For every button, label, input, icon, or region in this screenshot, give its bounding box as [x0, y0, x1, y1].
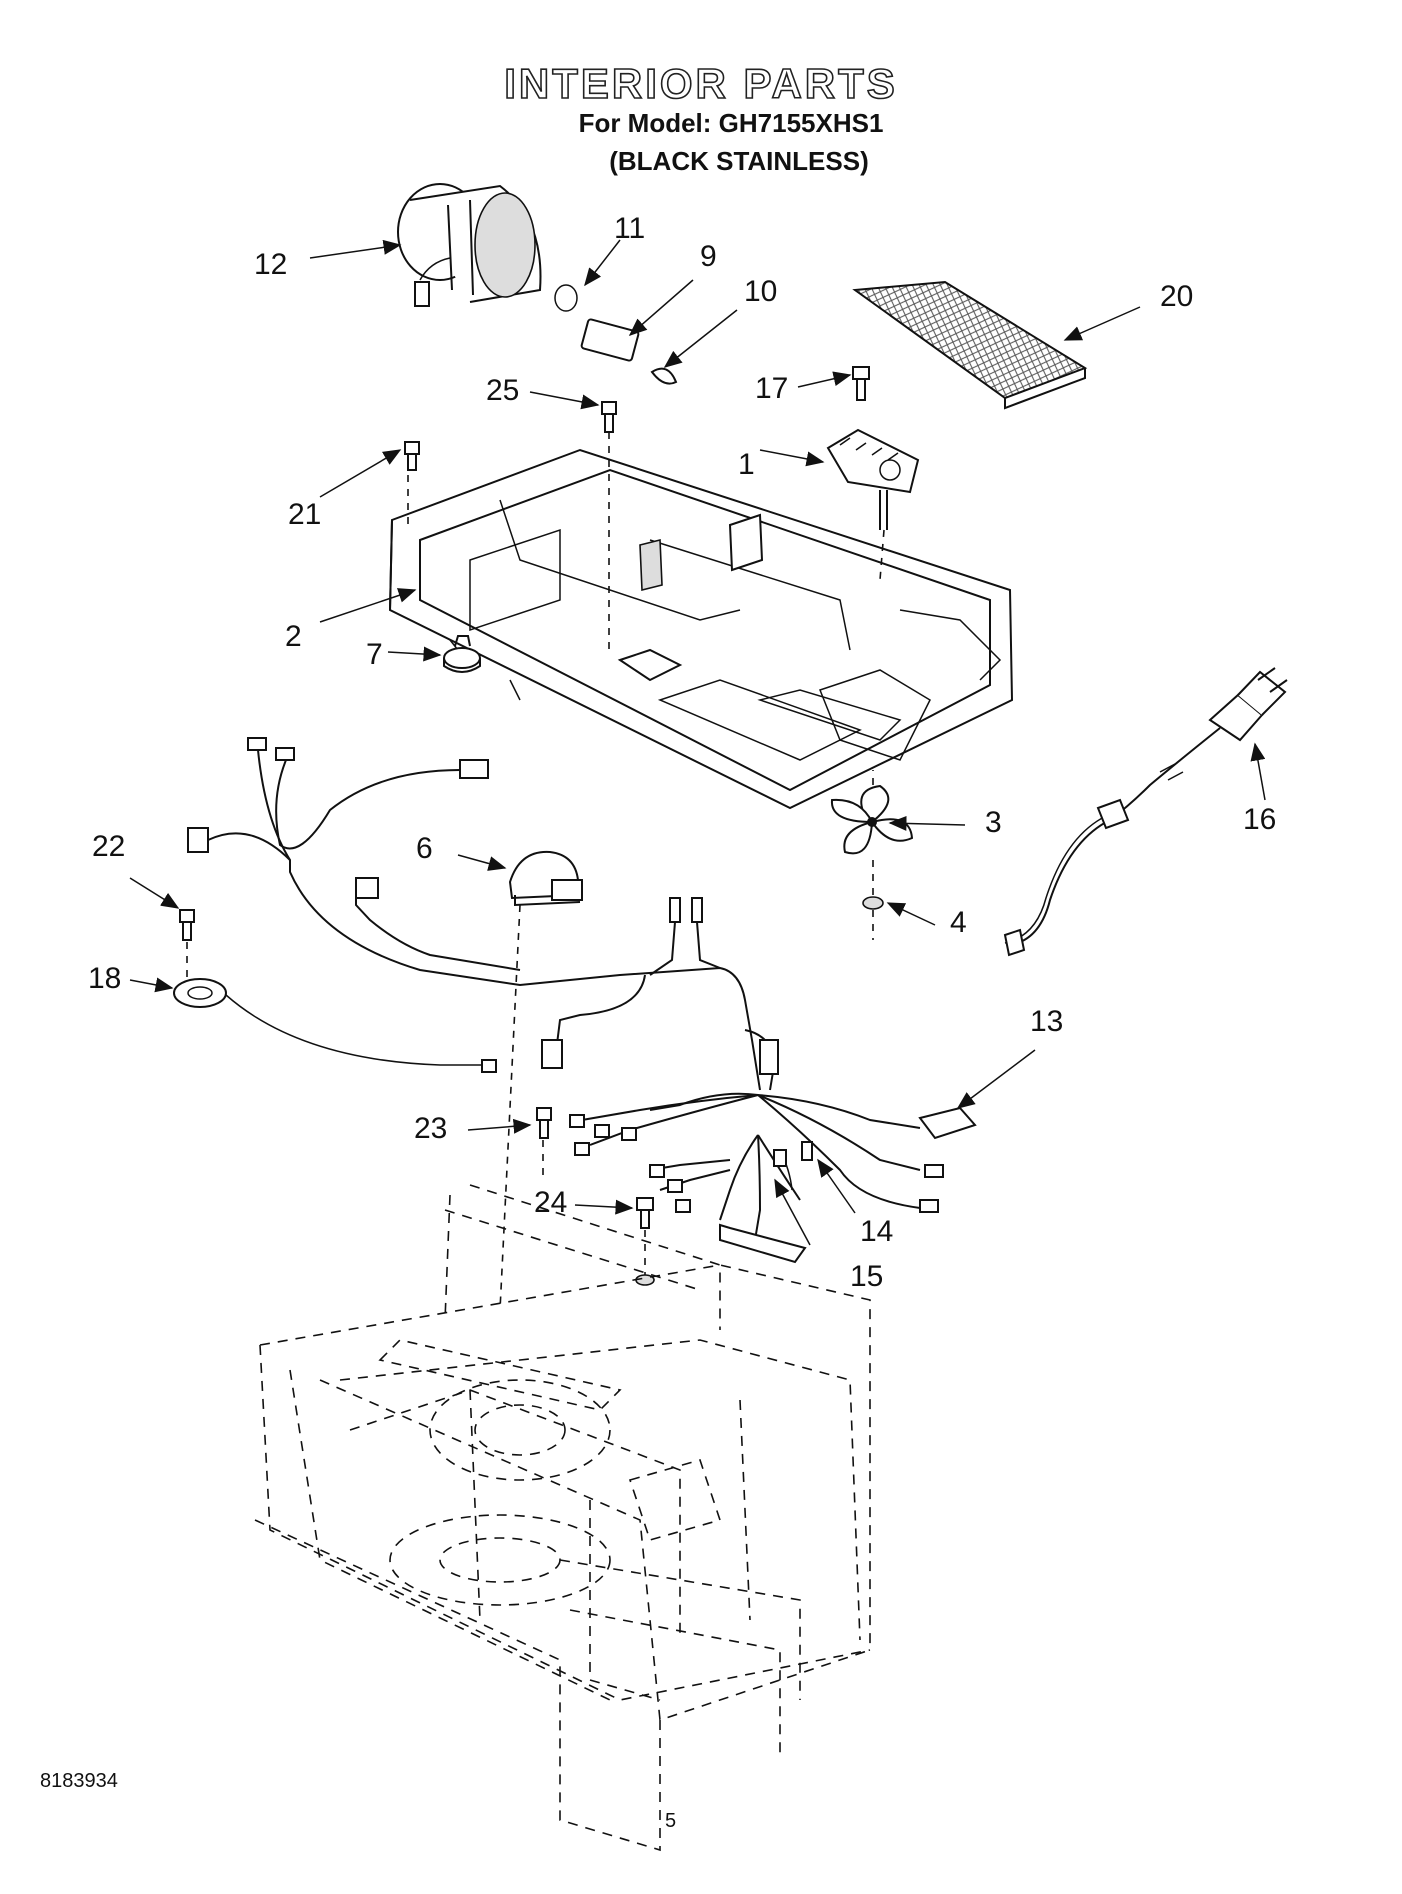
- callout-15: 15: [850, 1260, 884, 1293]
- oven-cavity-outline: [254, 1184, 871, 1852]
- callout-20: 20: [1160, 280, 1194, 313]
- callout-7: 7: [366, 638, 383, 671]
- page-number: 5: [665, 1810, 677, 1832]
- callout-4: 4: [950, 906, 967, 939]
- washer-part: [862, 896, 884, 910]
- callout-13: 13: [1030, 1005, 1064, 1038]
- relay-board-part: [826, 428, 920, 530]
- callout-16: 16: [1243, 803, 1277, 836]
- finish-label: (BLACK STAINLESS): [609, 146, 869, 176]
- humidity-sensor-part: [173, 978, 497, 1073]
- callout-23: 23: [414, 1112, 448, 1145]
- callout-14: 14: [860, 1215, 894, 1248]
- bracket-part-10: [650, 367, 678, 385]
- thermal-cutout-part-9: [580, 318, 640, 362]
- callout-11: 11: [614, 212, 646, 245]
- screw-part-25: [601, 401, 617, 433]
- charcoal-filter-part: [852, 280, 1088, 400]
- screw-part-23: [536, 1107, 552, 1139]
- thermostat-part: [443, 635, 481, 673]
- callout-22: 22: [92, 830, 126, 863]
- callout-25: 25: [486, 374, 520, 407]
- screw-part-17: [852, 366, 870, 401]
- screw-part-21: [404, 441, 420, 471]
- callout-9: 9: [700, 240, 717, 273]
- callout-12: 12: [254, 248, 288, 281]
- document-number: 8183934: [40, 1770, 118, 1792]
- callout-leaders: [129, 239, 1266, 1246]
- screw-part-22: [179, 909, 195, 941]
- power-cord-part: [1003, 667, 1288, 957]
- callout-17: 17: [755, 372, 789, 405]
- blower-motor-part: [397, 183, 542, 307]
- callout-18: 18: [88, 962, 122, 995]
- fan-blade-part: [830, 784, 914, 855]
- model-label: For Model: GH7155XHS1: [578, 108, 884, 138]
- callout-10: 10: [744, 275, 778, 308]
- callout-24: 24: [534, 1186, 568, 1219]
- callout-6: 6: [416, 832, 433, 865]
- callout-2: 2: [285, 620, 302, 653]
- base-plate-part: [388, 448, 1014, 810]
- turntable-motor-part: [508, 850, 583, 907]
- callout-21: 21: [288, 498, 322, 531]
- wire-harness-part: [187, 737, 977, 1264]
- callout-1: 1: [738, 448, 755, 481]
- clip-part-11: [554, 284, 578, 312]
- page-title: INTERIOR PARTS: [503, 59, 898, 108]
- assembly-lines: [186, 432, 885, 1311]
- callout-3: 3: [985, 806, 1002, 839]
